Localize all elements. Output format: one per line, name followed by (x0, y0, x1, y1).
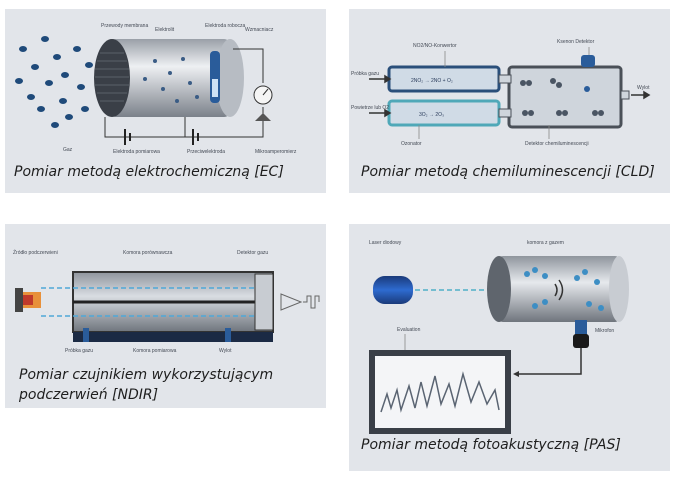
caption-ec: Pomiar metodą elektrochemiczną [EC] (14, 164, 284, 180)
ions (143, 57, 199, 103)
evaluation-signal (380, 371, 500, 413)
sound-waves (554, 279, 564, 301)
ndir-label-outlet: Wylot (219, 348, 232, 354)
ec-membrane (94, 39, 130, 117)
pas-diagram: Laser diodowy komora z gazem Evaluation … (369, 240, 629, 434)
ec-label-amplifier: Wzmacniacz (245, 27, 274, 33)
ndir-label-gas-detector: Detektor gazu (237, 250, 268, 256)
panel-ec: Przewody membrana Elektrolit Elektroda r… (5, 9, 326, 193)
ec-label-microamp: Mikroamperomierz (255, 149, 297, 155)
pas-label-gas-chamber: komora z gazem (527, 240, 564, 246)
pas-label-microphone: Mikrofon (595, 328, 614, 334)
panel-pas: Laser diodowy komora z gazem Evaluation … (349, 224, 670, 471)
ndir-ports (83, 328, 231, 342)
ec-diagram: Przewody membrana Elektrolit Elektroda r… (15, 23, 297, 155)
gas-molecules (15, 36, 93, 128)
cld-label-ozonator: Ozonator (401, 141, 422, 147)
cld-diagram: NO2/NO-Konwertor Ksenon Detektor Próbka … (351, 39, 651, 147)
ec-label-counter-electrode: Przeciwelektroda (187, 149, 225, 155)
ndir-label-ref-chamber: Komora pomiarowa (133, 348, 177, 354)
pas-molecules (524, 267, 604, 311)
pas-label-laser: Laser diodowy (369, 240, 402, 246)
cld-reaction-ozonator: 3O₂ → 2O₃ (419, 112, 444, 118)
cld-label-outlet: Wylot (637, 85, 650, 91)
pas-gas-chamber (499, 256, 619, 322)
cld-molecules (520, 78, 604, 116)
amplifier-symbol (255, 113, 271, 121)
panel-cld: NO2/NO-Konwertor Ksenon Detektor Próbka … (349, 9, 670, 193)
cld-label-gas-sample: Próbka gazu (351, 71, 379, 77)
cld-label-detector: Ksenon Detektor (557, 39, 595, 45)
ndir-base (73, 332, 273, 342)
microphone (575, 320, 587, 336)
ec-label-membrane: Przewody membrana (101, 23, 148, 29)
ndir-label-ir-source: Źródło podczerwieni (13, 249, 58, 256)
caption-cld: Pomiar metodą chemiluminescencji [CLD] (361, 164, 655, 180)
ec-label-gas: Gaz (63, 147, 73, 153)
ec-label-working-electrode: Elektroda robocza (205, 23, 246, 29)
ec-circuit (104, 48, 264, 138)
caption-ndir-line2: podczerwień [NDIR] (19, 387, 159, 403)
reaction-chamber (507, 65, 623, 129)
cld-label-chemi-detector: Detektor chemiluminescencji (525, 141, 589, 147)
caption-pas: Pomiar metodą fotoakustyczną [PAS] (361, 437, 621, 453)
ec-cylinder (110, 39, 230, 117)
caption-ndir-line1: Pomiar czujnikiem wykorzystującym (19, 367, 274, 383)
cld-reaction-converter: 2NO₂ → 2NO + O₂ (411, 78, 453, 84)
pas-label-evaluation: Evaluation (397, 327, 421, 333)
ndir-diagram: Źródło podczerwieni Komora porównawcza D… (13, 249, 320, 354)
ndir-amplifier (280, 293, 303, 311)
ec-label-electrolyte: Elektrolit (155, 27, 175, 33)
laser-diode (373, 276, 413, 304)
gas-detector (254, 273, 274, 331)
ir-beams (41, 287, 255, 317)
cld-label-air: Powietrze lub O2 (351, 105, 389, 111)
cld-label-converter: NO2/NO-Konwertor (413, 43, 457, 49)
cld-detector (581, 55, 595, 67)
ndir-label-gas-sample: Próbka gazu (65, 348, 93, 354)
ndir-label-measure-chamber: Komora porównawcza (123, 250, 173, 256)
ec-label-ref-electrode: Elektroda pomiarowa (113, 149, 160, 155)
panel-ndir: Źródło podczerwieni Komora porównawcza D… (5, 224, 326, 408)
